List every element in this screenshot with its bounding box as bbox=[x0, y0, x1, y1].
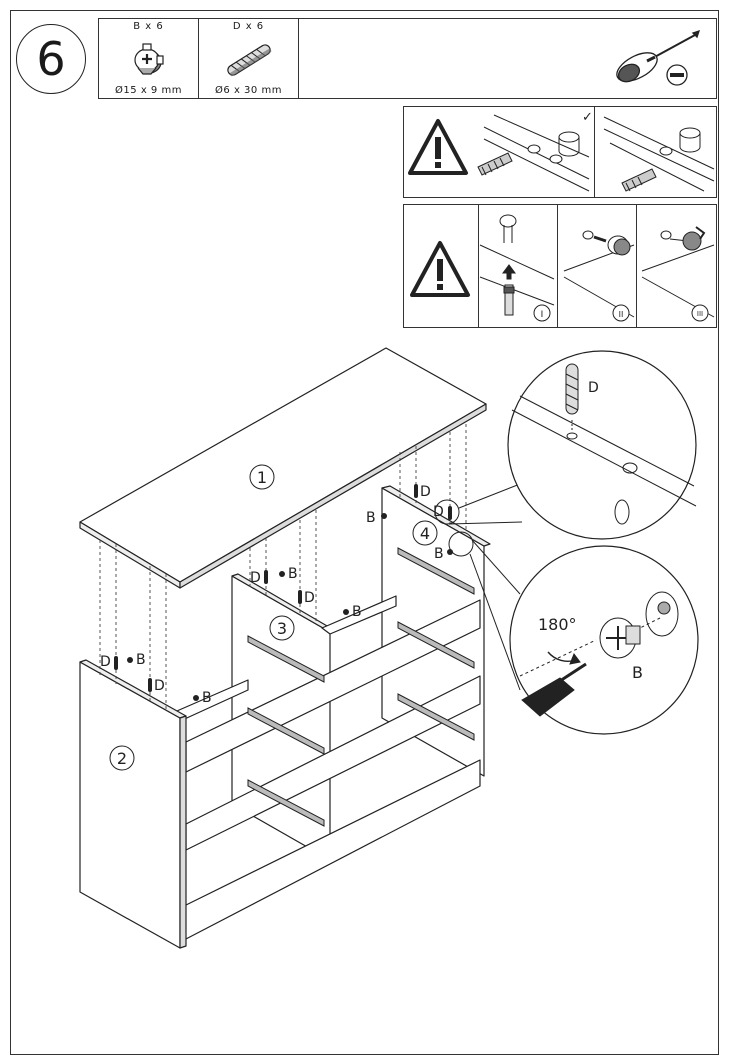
dowel-detail-circle: D bbox=[507, 350, 697, 540]
dowel-label: D bbox=[250, 570, 261, 586]
dowel-label: D bbox=[304, 590, 315, 606]
cam-label: B bbox=[352, 604, 362, 620]
panel-divider bbox=[594, 107, 595, 197]
rotation-label: 180° bbox=[538, 615, 577, 634]
cam-label: B bbox=[434, 546, 444, 562]
panel-number: 3 bbox=[277, 619, 287, 638]
dowel-label: D bbox=[420, 484, 431, 500]
panel-number: 2 bbox=[117, 749, 127, 768]
warning-triangle-icon bbox=[408, 119, 468, 175]
cam-detail-circle: 180° B bbox=[509, 545, 699, 735]
cam-label: B bbox=[288, 566, 298, 582]
cam-lock-icon bbox=[134, 43, 164, 75]
part-size: Ø6 x 30 mm bbox=[215, 85, 282, 96]
panel-divider bbox=[636, 205, 637, 327]
panel-number: 4 bbox=[420, 524, 430, 543]
dowel-label: D bbox=[588, 380, 599, 396]
sub-step-label: III bbox=[697, 310, 703, 318]
part-cell-cam: B x 6 Ø15 x 9 mm bbox=[99, 19, 199, 98]
part-qty: B x 6 bbox=[133, 21, 164, 32]
panel-divider bbox=[478, 205, 479, 327]
dowel-label: D bbox=[100, 654, 111, 670]
dowel-warning-art: ✓ bbox=[408, 110, 715, 192]
part-cell-dowel: D x 6 Ø6 x 30 mm bbox=[199, 19, 299, 98]
part-size: Ø15 x 9 mm bbox=[115, 85, 182, 96]
panel-divider bbox=[557, 205, 558, 327]
wooden-dowel-icon bbox=[227, 44, 272, 77]
sub-step-label: II bbox=[619, 310, 624, 319]
cam-label: B bbox=[366, 510, 376, 526]
page-frame bbox=[10, 10, 719, 1055]
flathead-screwdriver-icon bbox=[616, 29, 701, 86]
cam-label: B bbox=[136, 652, 146, 668]
dowel-label: D bbox=[154, 678, 165, 694]
part-qty: D x 6 bbox=[232, 21, 265, 32]
dowel-label: D bbox=[433, 504, 444, 520]
warning-triangle-icon bbox=[410, 241, 470, 297]
correct-check-mark: ✓ bbox=[582, 110, 593, 125]
dowel-warning-panel: ✓ bbox=[403, 106, 717, 198]
step-number: 6 bbox=[16, 24, 86, 94]
step-number-text: 6 bbox=[36, 32, 66, 86]
cam-label: B bbox=[202, 690, 212, 706]
cam-warning-art: I II III bbox=[410, 214, 715, 322]
cam-label: B bbox=[632, 663, 643, 682]
parts-bar: B x 6 Ø15 x 9 mm D x 6 Ø6 x 30 mm bbox=[98, 18, 717, 99]
cam-warning-panel: I II III bbox=[403, 204, 717, 328]
sub-step-label: I bbox=[541, 310, 544, 320]
panel-number: 1 bbox=[257, 468, 267, 487]
